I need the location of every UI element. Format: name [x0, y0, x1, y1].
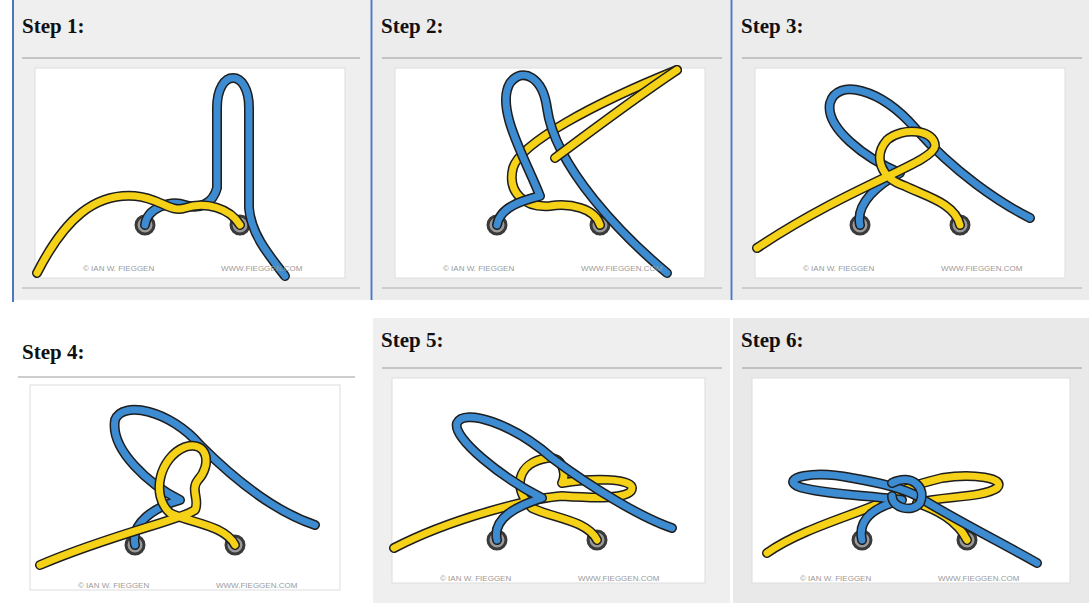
- watermark: © IAN W. FIEGGEN: [440, 574, 511, 583]
- lace-step-3: [757, 89, 1030, 248]
- step-panel: Step 4:: [14, 322, 368, 603]
- lace-step-6: [767, 475, 1037, 563]
- step-heading: Step 5:: [381, 328, 443, 353]
- watermark: © IAN W. FIEGGEN: [83, 264, 154, 273]
- watermark: © IAN W. FIEGGEN: [803, 264, 874, 273]
- lace-step-2: [488, 70, 677, 273]
- watermark: WWW.FIEGGEN.COM: [941, 264, 1022, 273]
- watermark: WWW.FIEGGEN.COM: [578, 574, 659, 583]
- lace-step-4: [40, 410, 315, 565]
- watermark: © IAN W. FIEGGEN: [78, 581, 149, 590]
- step-panel: Step 2:: [373, 0, 730, 300]
- watermark: WWW.FIEGGEN.COM: [581, 264, 662, 273]
- step-panel: Step 3:: [733, 0, 1089, 300]
- lace-step-5: [394, 417, 672, 549]
- step-panel: Step 1:: [14, 0, 370, 300]
- step-heading: Step 4:: [22, 340, 84, 365]
- watermark: © IAN W. FIEGGEN: [443, 264, 514, 273]
- watermark: WWW.FIEGGEN.COM: [938, 574, 1019, 583]
- watermark: WWW.FIEGGEN.COM: [216, 581, 297, 590]
- step-panel: Step 5:: [373, 318, 730, 603]
- step-heading: Step 1:: [22, 14, 84, 39]
- step-heading: Step 6:: [741, 328, 803, 353]
- step-heading: Step 3:: [741, 14, 803, 39]
- step-panel: Step 6:: [733, 318, 1089, 603]
- watermark: © IAN W. FIEGGEN: [800, 574, 871, 583]
- watermark: WWW.FIEGGEN.COM: [221, 264, 302, 273]
- panel-grounds: [13, 0, 1089, 603]
- lace-step-1: [37, 78, 285, 276]
- step-heading: Step 2:: [381, 14, 443, 39]
